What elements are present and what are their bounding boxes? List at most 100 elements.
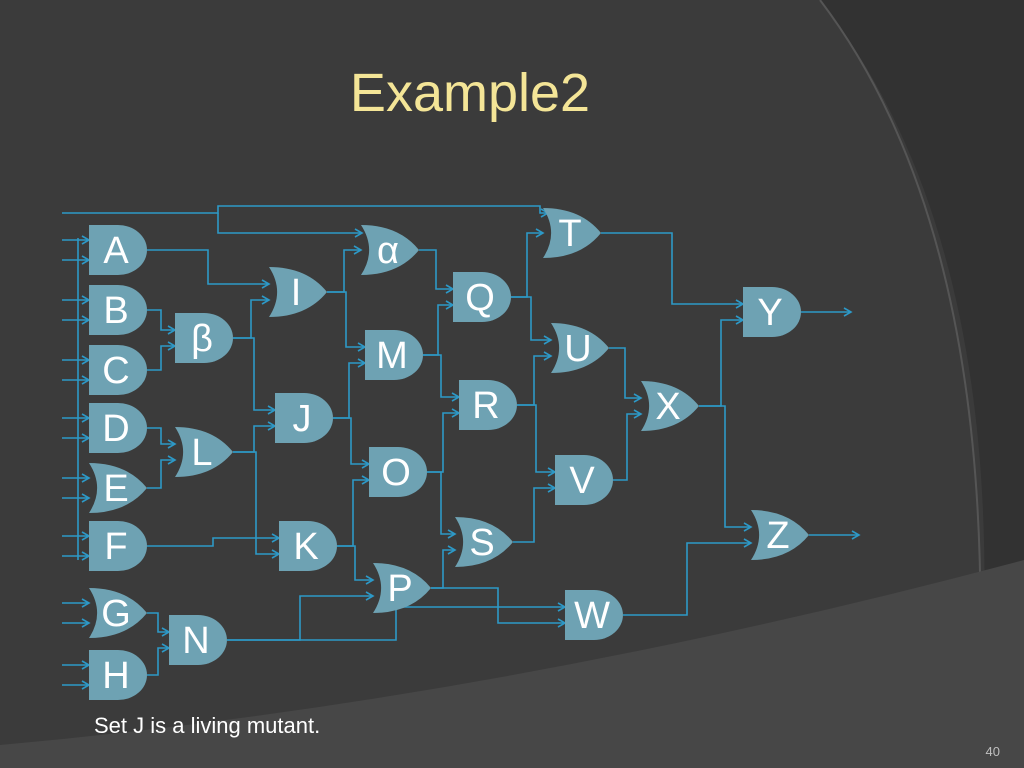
wire-Q-to-U — [511, 296, 551, 341]
gate-E-label: E — [103, 468, 128, 510]
wire-G-to-N — [147, 612, 169, 633]
arrow-head — [447, 545, 457, 555]
gate-P-label: P — [387, 568, 412, 610]
wire-A-to-I — [147, 249, 269, 285]
gate-S: S — [455, 517, 513, 567]
gate-E: E — [89, 463, 147, 513]
gate-alpha-shape — [361, 225, 419, 275]
gate-alpha-label: α — [377, 230, 399, 272]
gate-R-label: R — [472, 385, 499, 427]
wire-K-to-O — [337, 479, 369, 547]
wire-J-to-O — [333, 417, 369, 465]
gate-G: G — [89, 588, 147, 638]
gate-V: V — [555, 455, 613, 505]
gate-Y-shape — [743, 287, 801, 337]
gate-J-shape — [275, 393, 333, 443]
slide-caption: Set J is a living mutant. — [94, 713, 321, 738]
gate-P: P — [373, 563, 431, 613]
gate-O: O — [369, 447, 427, 497]
gate-X-label: X — [655, 386, 680, 428]
gate-J-label: J — [293, 398, 312, 440]
gate-S-shape — [455, 517, 513, 567]
page-number: 40 — [985, 744, 1000, 759]
gate-I-label: I — [291, 272, 302, 314]
gate-beta-shape — [175, 313, 233, 363]
arrow-head — [633, 409, 643, 419]
gate-J: J — [275, 393, 333, 443]
wire-X-to-Z — [699, 405, 751, 528]
arrow-head — [543, 335, 553, 345]
wire-R-to-U — [517, 355, 551, 406]
gate-F: F — [89, 521, 147, 571]
gate-C-shape — [89, 345, 147, 395]
wire-V-to-X — [613, 413, 641, 481]
arrow-head — [447, 529, 457, 539]
gate-A: A — [89, 225, 147, 275]
wire-P-to-S — [431, 549, 455, 589]
wire-beta-to-I — [233, 299, 269, 339]
wire-alpha-to-Q — [419, 249, 453, 290]
gate-Z-shape — [751, 510, 809, 560]
wire-L-to-K — [233, 451, 279, 555]
arrow-head — [365, 575, 375, 585]
arrow-head — [543, 351, 553, 361]
gate-C: C — [89, 345, 147, 395]
gate-D-shape — [89, 403, 147, 453]
gate-Y: Y — [743, 287, 801, 337]
gate-X: X — [641, 381, 699, 431]
arrow-head — [81, 598, 91, 608]
wire-X-to-Y — [699, 319, 743, 407]
wire-S-to-V — [513, 487, 555, 543]
wire-F-to-K — [147, 537, 279, 547]
arrow-head — [353, 245, 363, 255]
wire-P-to-W — [431, 587, 565, 624]
arrow-head — [261, 279, 271, 289]
gate-D: D — [89, 403, 147, 453]
gate-K-shape — [279, 521, 337, 571]
gate-W: W — [565, 590, 623, 640]
gate-R: R — [459, 380, 517, 430]
wire-M-to-Q — [423, 304, 453, 356]
gate-F-label: F — [104, 526, 127, 568]
wire-N-to-W — [227, 606, 565, 641]
arrow-head — [261, 295, 271, 305]
gate-N: N — [169, 615, 227, 665]
gate-H-label: H — [102, 655, 129, 697]
gate-beta: β — [175, 313, 233, 363]
gate-B: B — [89, 285, 147, 335]
arrow-head — [851, 530, 861, 540]
gate-B-label: B — [103, 290, 128, 332]
arrow-head — [743, 522, 753, 532]
wire-R-to-V — [517, 404, 555, 473]
gate-T-label: T — [558, 213, 581, 255]
arrow-head — [167, 439, 177, 449]
gate-T-shape — [543, 208, 601, 258]
arrow-head — [535, 228, 545, 238]
top-wire — [217, 213, 362, 234]
gate-U-label: U — [564, 328, 591, 370]
wire-U-to-X — [609, 347, 641, 399]
wire-Q-to-T — [511, 232, 543, 298]
arrow-head — [354, 228, 364, 238]
gate-Z: Z — [751, 510, 809, 560]
arrow-head — [167, 455, 177, 465]
slide-title: Example2 — [349, 63, 591, 123]
gate-K: K — [279, 521, 337, 571]
wire-T-to-Y — [601, 232, 743, 305]
gate-S-label: S — [469, 522, 494, 564]
gate-W-label: W — [574, 595, 610, 637]
wire-I-to-alpha — [327, 249, 361, 293]
gate-beta-label: β — [191, 318, 213, 360]
gate-O-label: O — [381, 452, 411, 494]
gate-M-shape — [365, 330, 423, 380]
wire-O-to-S — [427, 471, 455, 535]
gate-W-shape — [565, 590, 623, 640]
gate-Q: Q — [453, 272, 511, 322]
gate-X-shape — [641, 381, 699, 431]
gate-H: H — [89, 650, 147, 700]
wire-beta-to-J — [233, 337, 275, 411]
arrow-head — [81, 618, 91, 628]
gate-C-label: C — [102, 350, 129, 392]
